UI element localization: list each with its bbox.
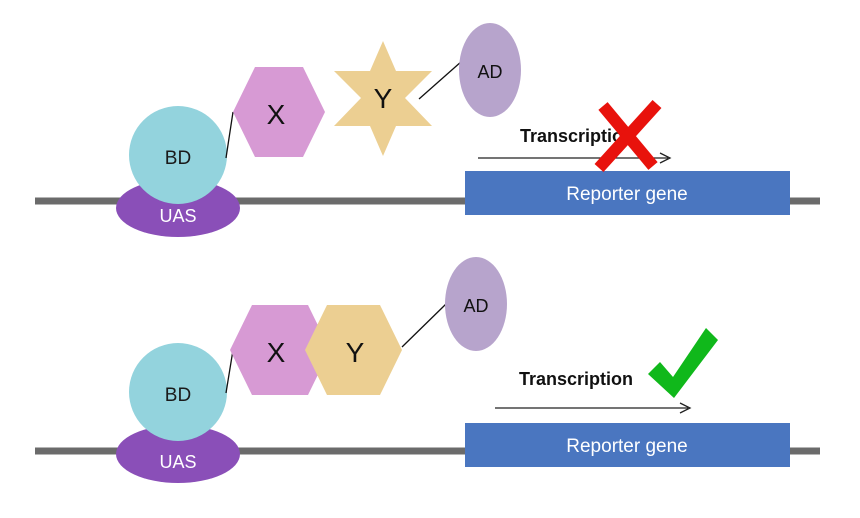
protein-y-label: Y [374, 83, 393, 114]
bd-x-linker [225, 111, 234, 159]
ad-label: AD [463, 296, 488, 316]
bd-circle [129, 106, 227, 204]
uas-label: UAS [159, 452, 196, 472]
uas-ellipse [116, 425, 240, 483]
ad-label: AD [477, 62, 502, 82]
bd-circle [129, 343, 227, 441]
reporter-gene-label: Reporter gene [566, 184, 687, 205]
ad-ellipse [445, 257, 507, 351]
transcription-arrowhead [679, 402, 692, 414]
transcription-label: Transcription [519, 369, 633, 389]
uas-ellipse [116, 179, 240, 237]
reporter-gene-label: Reporter gene [566, 436, 687, 457]
protein-x-label: X [267, 337, 286, 368]
y-ad-linker [401, 303, 447, 348]
panel-interaction: Reporter gene UAS BD X Y AD Transcriptio… [35, 257, 820, 483]
cross-icon [594, 99, 662, 173]
y-ad-linker [418, 60, 463, 100]
check-icon [648, 328, 718, 398]
bd-label: BD [165, 148, 191, 169]
transcription-arrowhead [659, 152, 672, 164]
panel-no-interaction: Reporter gene UAS BD X Y AD Transcriptio… [35, 23, 820, 237]
protein-x-label: X [267, 99, 286, 130]
protein-y-label: Y [346, 337, 365, 368]
bd-label: BD [165, 385, 191, 406]
bd-x-linker [225, 349, 234, 394]
protein-y-star [334, 41, 432, 156]
reporter-gene-box [465, 171, 790, 215]
transcription-label: Transcription [520, 126, 634, 146]
protein-y-hexagon [305, 305, 402, 395]
ad-ellipse [459, 23, 521, 117]
reporter-gene-box [465, 423, 790, 467]
protein-x-hexagon [233, 67, 325, 157]
uas-label: UAS [159, 206, 196, 226]
protein-x-hexagon [230, 305, 330, 395]
